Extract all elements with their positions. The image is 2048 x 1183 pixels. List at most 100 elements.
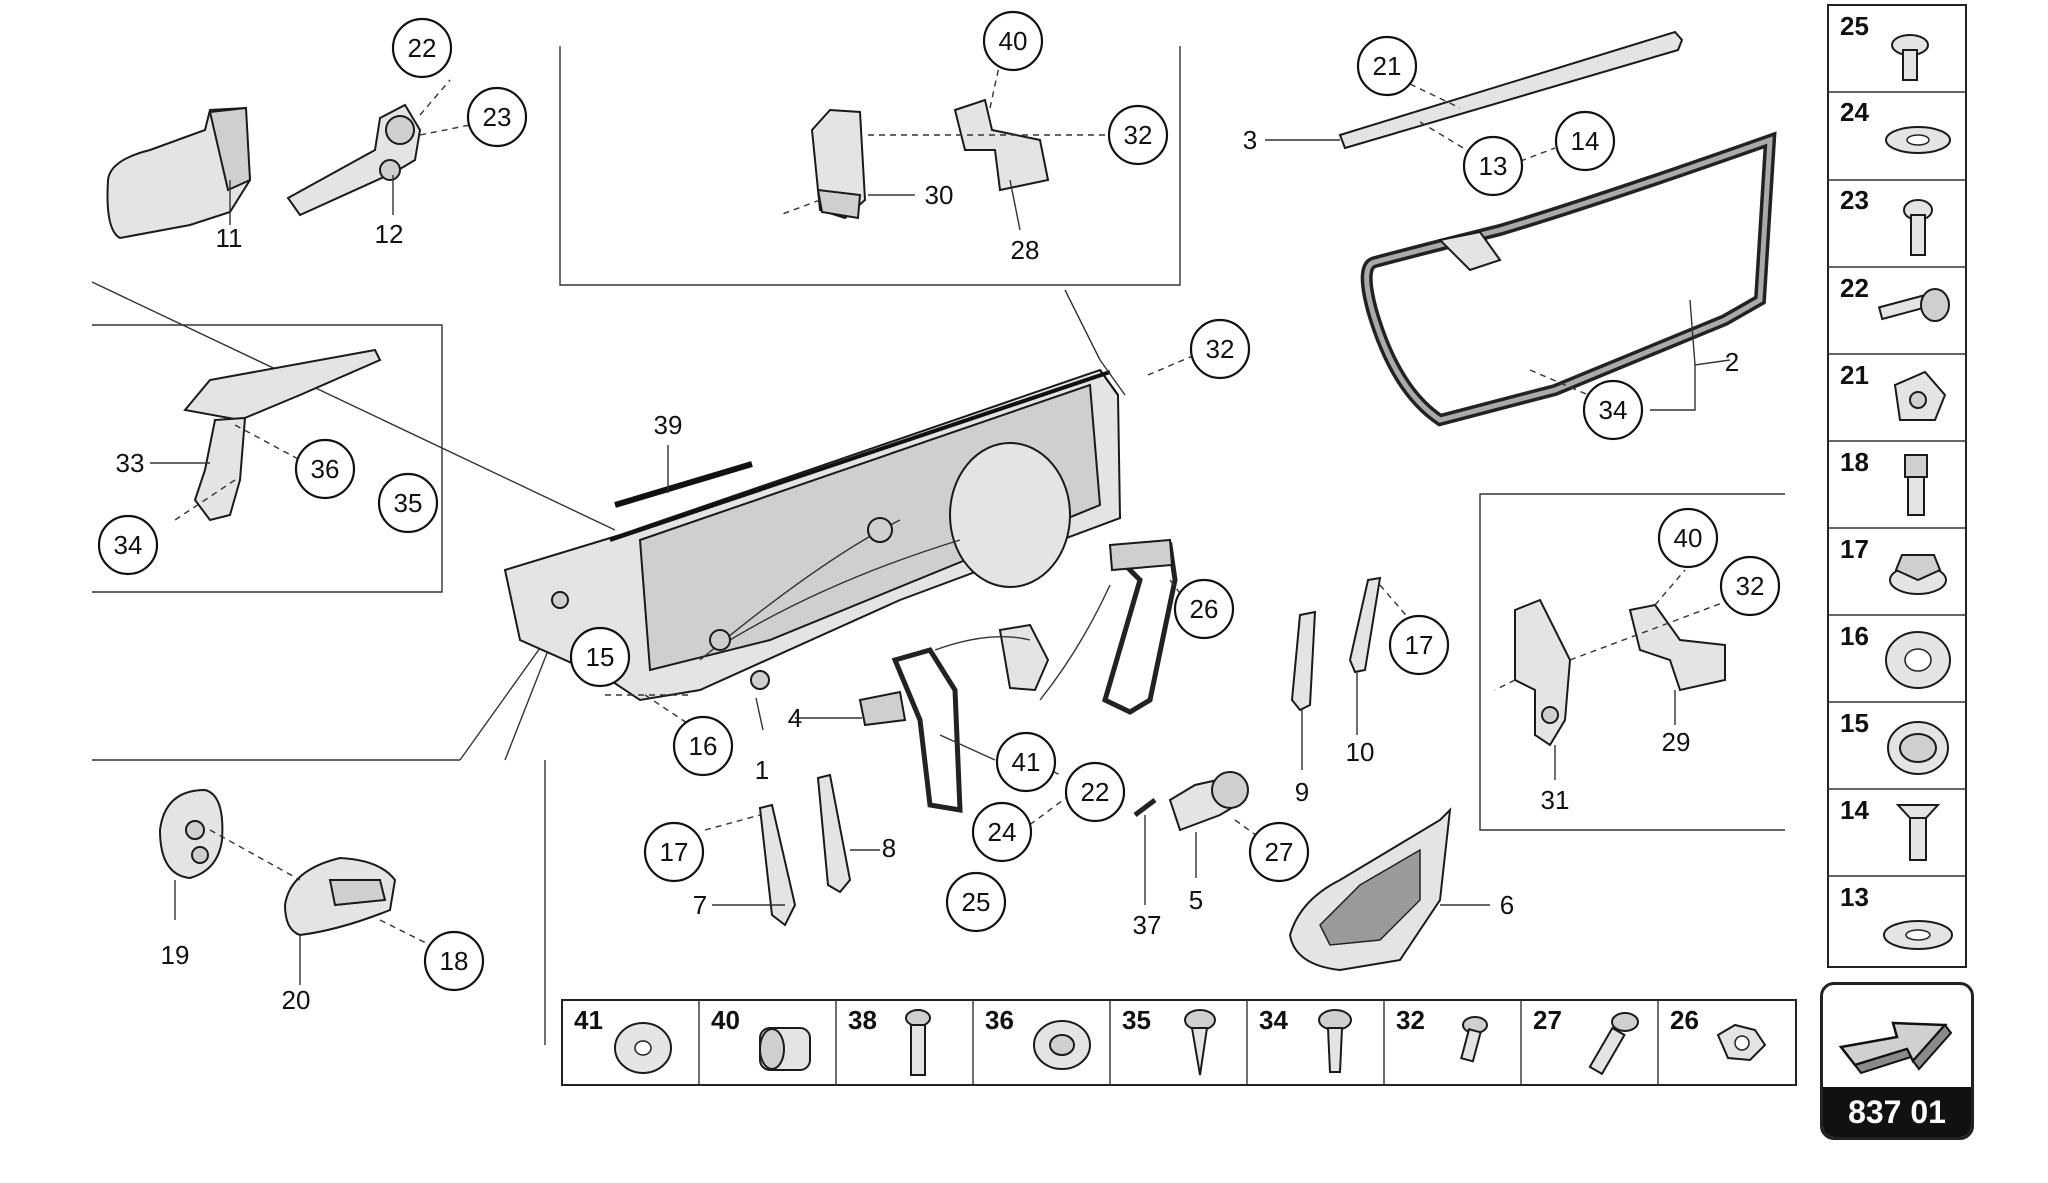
hw-label-18: 18 (1840, 447, 1869, 477)
hw-icon-27 (1588, 1012, 1639, 1076)
callout-21: 21 (1356, 35, 1418, 97)
callout-17a: 17 (643, 821, 705, 883)
callout-14: 14 (1554, 110, 1616, 172)
callout-16: 16 (672, 715, 734, 777)
door-shell (503, 359, 1126, 702)
callout-32c: 32 (1719, 555, 1781, 617)
callout-18: 18 (423, 930, 485, 992)
hw-icon-34 (1318, 1009, 1352, 1073)
page-code: 837 01 (1823, 1087, 1971, 1137)
leader-lines (229, 175, 1196, 833)
hw-icon-32 (1460, 1016, 1488, 1063)
label-29: 29 (1662, 727, 1691, 757)
part-4 (795, 584, 1111, 813)
label-4: 4 (788, 703, 802, 733)
label-5: 5 (1189, 885, 1203, 915)
frame-lines (91, 46, 1785, 1045)
svg-text:40: 40 (1674, 523, 1703, 553)
hw-icon-21 (1893, 370, 1947, 421)
hw-icon-23 (1903, 199, 1933, 256)
hw-icon-25 (1891, 34, 1929, 81)
parts-9-10 (1290, 576, 1411, 770)
svg-text:18: 18 (440, 946, 469, 976)
hw-icon-14 (1895, 804, 1941, 861)
hardware-legend-bottom: 41 40 38 36 35 34 32 27 26 (561, 999, 1797, 1086)
label-28: 28 (1011, 235, 1040, 265)
svg-text:14: 14 (1571, 126, 1600, 156)
callout-17b: 17 (1388, 614, 1450, 676)
svg-text:32: 32 (1206, 334, 1235, 364)
callout-40b: 40 (1657, 507, 1719, 569)
hw-label-27: 27 (1533, 1005, 1562, 1035)
hw-icon-18 (1904, 454, 1928, 516)
callout-13: 13 (1462, 135, 1524, 197)
hw-label-22: 22 (1840, 273, 1869, 303)
part-12 (286, 79, 471, 217)
part-26 (1102, 538, 1186, 715)
svg-text:24: 24 (988, 817, 1017, 847)
callout-34a: 34 (1582, 379, 1644, 441)
part-33 (150, 348, 382, 522)
part-11 (106, 106, 252, 240)
svg-text:15: 15 (586, 642, 615, 672)
svg-text:41: 41 (1012, 747, 1041, 777)
parts-31-29 (1494, 569, 1731, 780)
hw-label-25: 25 (1840, 11, 1869, 41)
label-19: 19 (161, 940, 190, 970)
svg-text:36: 36 (311, 454, 340, 484)
svg-text:32: 32 (1736, 571, 1765, 601)
hw-icon-13 (1883, 920, 1953, 950)
svg-text:21: 21 (1373, 51, 1402, 81)
label-12: 12 (375, 219, 404, 249)
label-3: 3 (1243, 125, 1257, 155)
hw-label-15: 15 (1840, 708, 1869, 738)
hw-label-34: 34 (1259, 1005, 1288, 1035)
label-1: 1 (755, 755, 769, 785)
hw-icon-38 (905, 1009, 931, 1076)
hw-label-21: 21 (1840, 360, 1869, 390)
hw-icon-17 (1889, 554, 1947, 595)
next-page-button[interactable]: 837 01 (1820, 982, 1974, 1140)
label-39: 39 (654, 410, 683, 440)
callout-34b: 34 (97, 514, 159, 576)
hw-label-17: 17 (1840, 534, 1869, 564)
hw-icon-22 (1877, 288, 1950, 322)
part-3 (1265, 30, 1684, 166)
hw-label-32: 32 (1396, 1005, 1425, 1035)
hw-icon-40 (759, 1027, 811, 1071)
hw-label-26: 26 (1670, 1005, 1699, 1035)
svg-text:25: 25 (962, 887, 991, 917)
callout-41: 41 (995, 731, 1057, 793)
svg-text:17: 17 (660, 837, 689, 867)
label-30: 30 (925, 180, 954, 210)
callout-32a: 32 (1107, 104, 1169, 166)
svg-text:22: 22 (408, 33, 437, 63)
parts-19-20 (158, 788, 431, 985)
part-2 (1360, 131, 1777, 427)
label-37: 37 (1133, 910, 1162, 940)
hw-icon-41 (614, 1022, 672, 1074)
callout-36: 36 (294, 438, 356, 500)
hw-label-38: 38 (848, 1005, 877, 1035)
hw-label-40: 40 (711, 1005, 740, 1035)
callout-22a: 22 (391, 17, 453, 79)
callout-32b: 32 (1189, 318, 1251, 380)
hw-icon-26 (1716, 1023, 1767, 1062)
arrow-next-icon (1838, 1021, 1953, 1075)
callout-27: 27 (1248, 821, 1310, 883)
svg-text:35: 35 (394, 488, 423, 518)
hardware-legend-right: 25 24 23 22 21 18 17 16 15 14 13 (1827, 4, 1967, 968)
label-7: 7 (693, 890, 707, 920)
svg-text:34: 34 (114, 530, 143, 560)
svg-text:32: 32 (1124, 120, 1153, 150)
svg-text:13: 13 (1479, 151, 1508, 181)
callout-35: 35 (377, 472, 439, 534)
label-6: 6 (1500, 890, 1514, 920)
hw-label-24: 24 (1840, 97, 1869, 127)
part-6 (1288, 807, 1490, 972)
parts-30-28 (779, 61, 1110, 361)
hw-label-23: 23 (1840, 185, 1869, 215)
label-10: 10 (1346, 737, 1375, 767)
hw-label-41: 41 (574, 1005, 603, 1035)
